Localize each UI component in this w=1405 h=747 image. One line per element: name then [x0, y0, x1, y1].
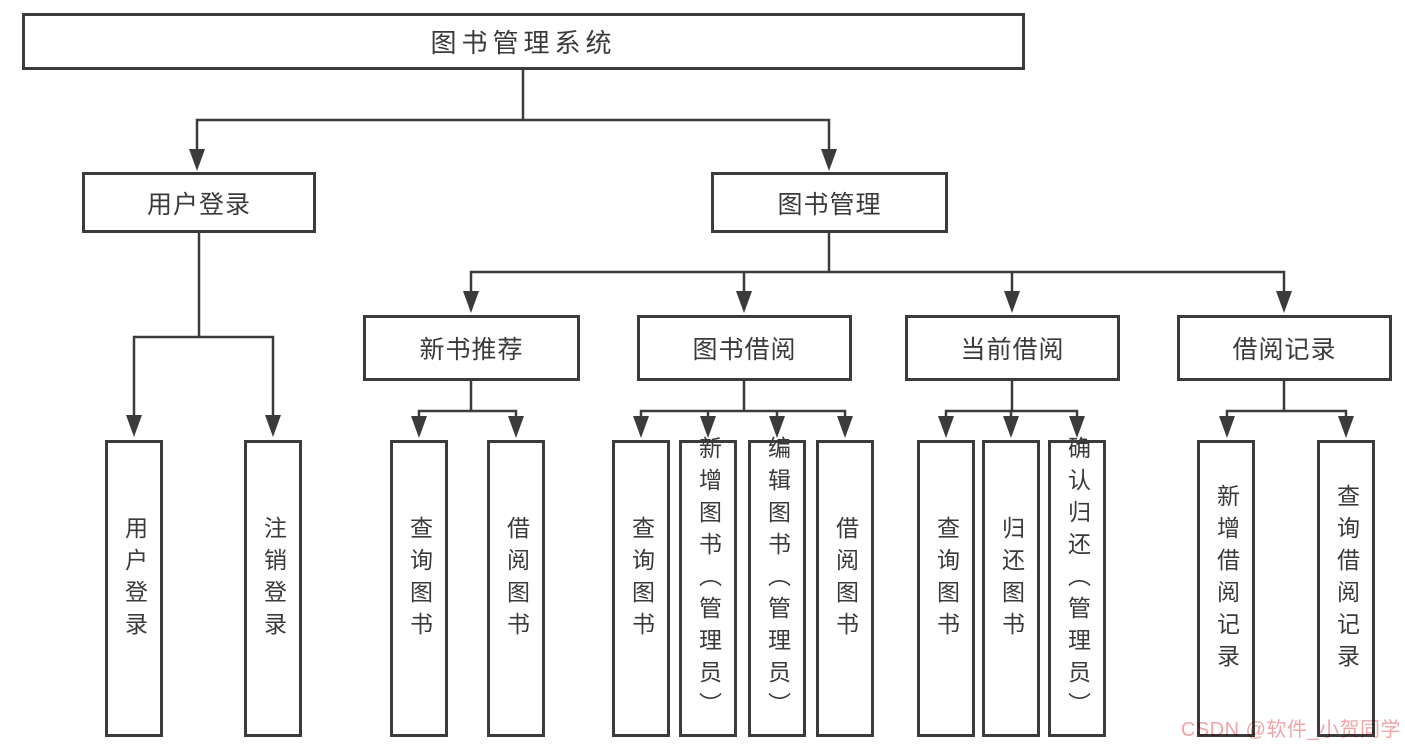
watermark: CSDN @软件_小贺同学 — [1180, 719, 1401, 741]
node-user-login: 用户登录 — [82, 172, 316, 233]
node-label: 确认归还（管理员） — [1064, 435, 1091, 724]
arrow-down-icon — [769, 416, 785, 438]
arrow-down-icon — [1004, 291, 1020, 313]
node-label: 借阅图书 — [832, 515, 859, 644]
arrowheads — [126, 149, 1354, 438]
node-new-book-recommendation: 新书推荐 — [363, 315, 580, 381]
connector-paths — [132, 70, 1348, 419]
node-label: 新增借阅记录 — [1213, 483, 1240, 676]
node-label: 归还图书 — [998, 515, 1025, 644]
node-label: 借阅图书 — [503, 515, 530, 644]
node-label: 查询图书 — [406, 515, 433, 644]
node-label: 注销登录 — [260, 515, 287, 644]
node-label: 新增图书（管理员） — [695, 435, 722, 724]
arrow-down-icon — [821, 149, 837, 171]
node-bb-add-book-admin: 新增图书（管理员） — [679, 436, 737, 737]
node-label: 查询图书 — [628, 515, 655, 644]
node-logout-action: 注销登录 — [244, 440, 302, 737]
arrow-down-icon — [1276, 291, 1292, 313]
node-label: 查询借阅记录 — [1333, 483, 1360, 676]
node-label: 用户登录 — [121, 515, 148, 644]
node-label: 查询图书 — [933, 515, 960, 644]
node-user-login-action: 用户登录 — [105, 440, 163, 737]
node-root: 图书管理系统 — [22, 13, 1025, 70]
arrow-down-icon — [463, 291, 479, 313]
arrow-down-icon — [1219, 416, 1235, 438]
node-br-query-record: 查询借阅记录 — [1317, 440, 1375, 737]
node-br-add-record: 新增借阅记录 — [1197, 440, 1255, 737]
node-bb-query-book: 查询图书 — [612, 440, 670, 737]
node-cb-return-book: 归还图书 — [982, 440, 1040, 737]
arrow-down-icon — [508, 416, 524, 438]
arrow-down-icon — [1003, 416, 1019, 438]
arrow-down-icon — [189, 149, 205, 171]
node-bb-edit-book-admin: 编辑图书（管理员） — [748, 436, 806, 737]
arrow-down-icon — [126, 415, 142, 437]
arrow-down-icon — [700, 416, 716, 438]
node-book-borrowing: 图书借阅 — [637, 315, 852, 381]
node-label: 编辑图书（管理员） — [764, 435, 791, 724]
node-borrowing-records: 借阅记录 — [1177, 315, 1392, 381]
node-current-borrowing: 当前借阅 — [905, 315, 1120, 381]
node-nbr-borrow-book: 借阅图书 — [487, 440, 545, 737]
node-bb-borrow-book: 借阅图书 — [816, 440, 874, 737]
arrow-down-icon — [633, 416, 649, 438]
node-cb-confirm-return-admin: 确认归还（管理员） — [1048, 436, 1106, 737]
arrow-down-icon — [1338, 416, 1354, 438]
node-nbr-query-book: 查询图书 — [390, 440, 448, 737]
arrow-down-icon — [265, 415, 281, 437]
arrow-down-icon — [736, 291, 752, 313]
arrow-down-icon — [837, 416, 853, 438]
node-cb-query-book: 查询图书 — [917, 440, 975, 737]
arrow-down-icon — [938, 416, 954, 438]
arrow-down-icon — [411, 416, 427, 438]
node-book-management: 图书管理 — [711, 172, 948, 233]
arrow-down-icon — [1069, 416, 1085, 438]
